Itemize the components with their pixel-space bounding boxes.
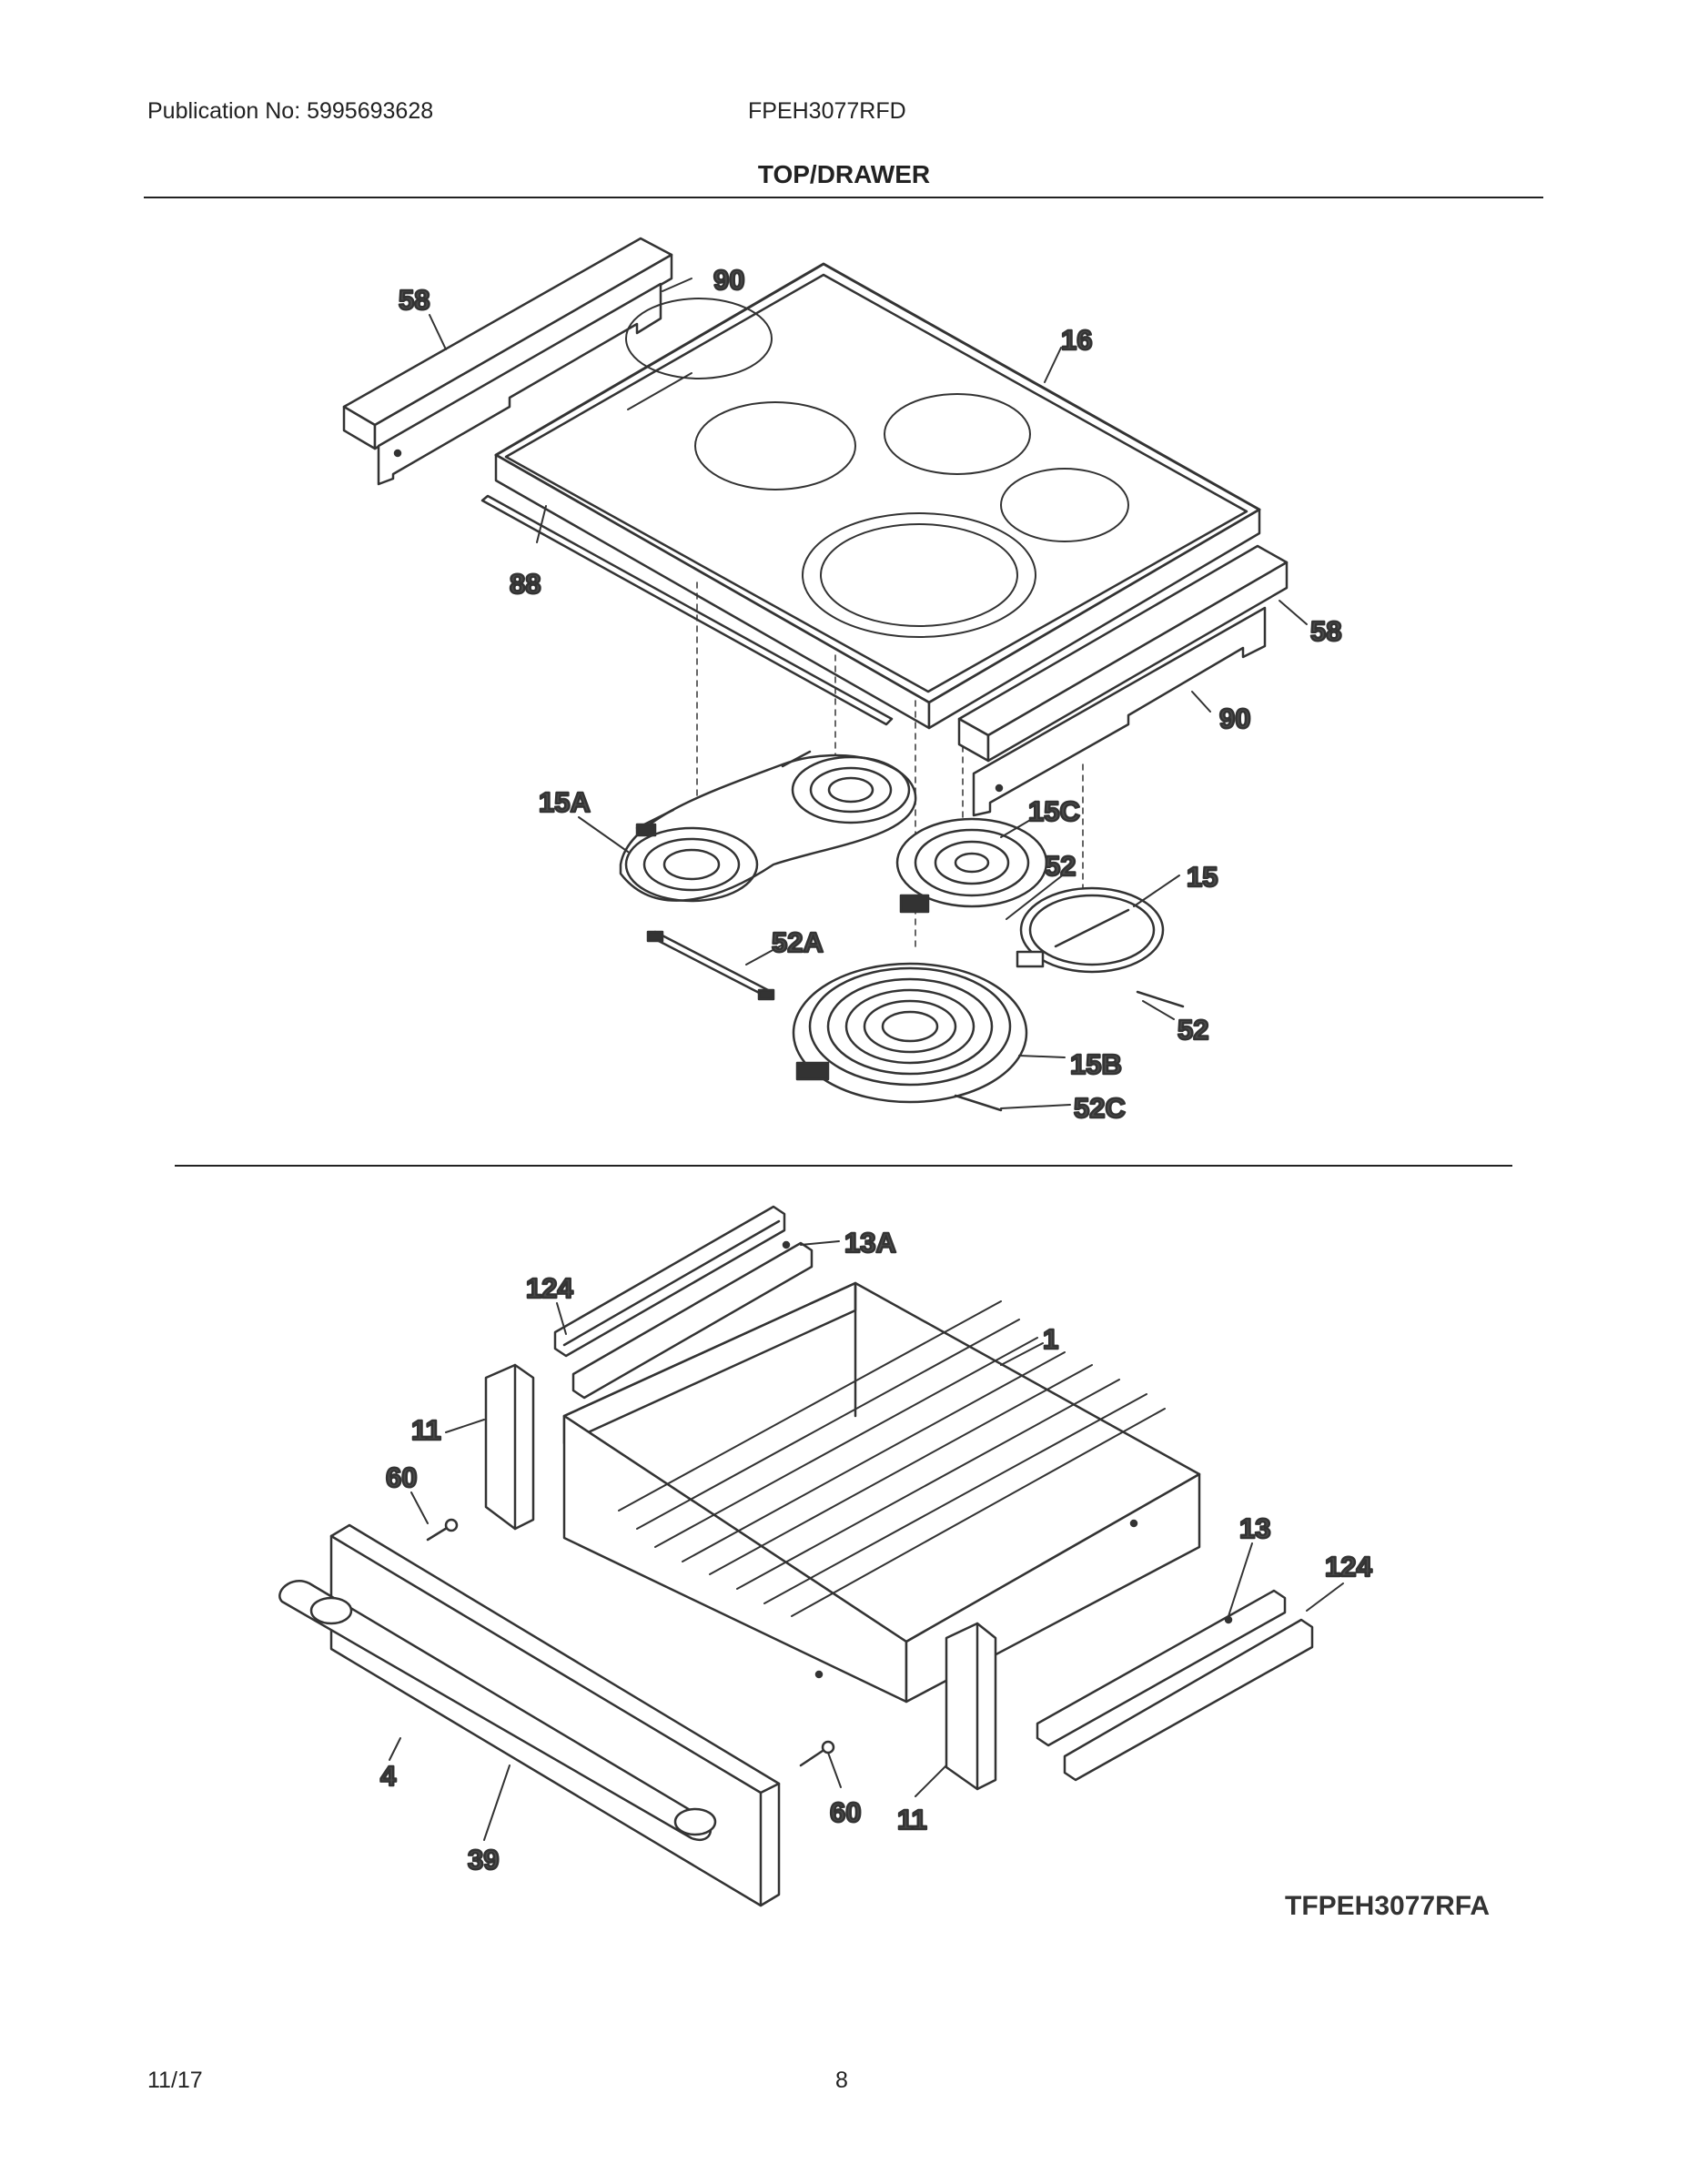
callout-1: 1	[1043, 1323, 1058, 1355]
page-title: TOP/DRAWER	[757, 160, 931, 188]
element-15	[1016, 886, 1185, 1008]
callout-52-lower: 52	[1178, 1014, 1208, 1046]
callout-88: 88	[510, 568, 541, 600]
callout-39: 39	[468, 1844, 499, 1876]
callout-15: 15	[1187, 861, 1218, 893]
bracket-11-right	[945, 1622, 997, 1791]
model-number: FPEH3077RFD	[748, 98, 906, 124]
callout-58-right: 58	[1310, 615, 1341, 647]
header-rule	[144, 197, 1543, 198]
callout-15C: 15C	[1028, 795, 1080, 827]
callout-13: 13	[1239, 1512, 1270, 1544]
screw-60-left	[426, 1518, 459, 1542]
slide-rail-13	[1036, 1589, 1314, 1782]
bracket-90-right	[972, 606, 1267, 817]
callout-15A: 15A	[539, 786, 591, 818]
section-divider	[175, 1165, 1512, 1167]
handle-39	[278, 1580, 717, 1841]
callout-16: 16	[1061, 324, 1092, 356]
callout-60-left: 60	[386, 1461, 417, 1493]
strap-52A	[646, 930, 775, 1001]
callout-11-right: 11	[897, 1804, 927, 1835]
publication-number: Publication No: 5995693628	[147, 98, 434, 124]
callout-124-lower: 124	[1325, 1551, 1372, 1582]
drawer-box-1	[562, 1281, 1201, 1704]
leader-lines-top	[429, 278, 1308, 1109]
trim-58-left	[342, 237, 673, 450]
callout-15B: 15B	[1070, 1048, 1122, 1080]
callout-58-left: 58	[399, 284, 430, 316]
callout-90-right: 90	[1219, 703, 1250, 734]
callout-124-upper: 124	[526, 1272, 573, 1304]
callout-13A: 13A	[844, 1227, 896, 1259]
cooktop-glass-16	[494, 262, 1261, 730]
callout-90-left: 90	[713, 264, 744, 296]
footer-date: 11/17	[147, 2068, 203, 2093]
callout-52C: 52C	[1074, 1092, 1126, 1124]
page-number: 8	[835, 2068, 848, 2093]
element-15B-large	[792, 962, 1028, 1112]
callout-4: 4	[380, 1760, 397, 1792]
diagram-code: TFPEH3077RFA	[1285, 1891, 1491, 1921]
bracket-90-left	[377, 282, 662, 486]
bracket-11-left	[484, 1363, 535, 1531]
callout-60-right: 60	[830, 1796, 861, 1828]
gasket-88	[480, 494, 894, 726]
callout-52-upper: 52	[1045, 850, 1076, 882]
callout-11-left: 11	[411, 1414, 441, 1446]
slide-rail-13A	[553, 1205, 814, 1400]
element-15A-double	[619, 750, 917, 903]
callout-52A: 52A	[772, 926, 824, 958]
trim-58-right	[957, 544, 1289, 763]
leader-lines-drawer	[389, 1240, 1344, 1841]
element-15C	[895, 817, 1048, 914]
screw-60-right	[799, 1740, 835, 1767]
